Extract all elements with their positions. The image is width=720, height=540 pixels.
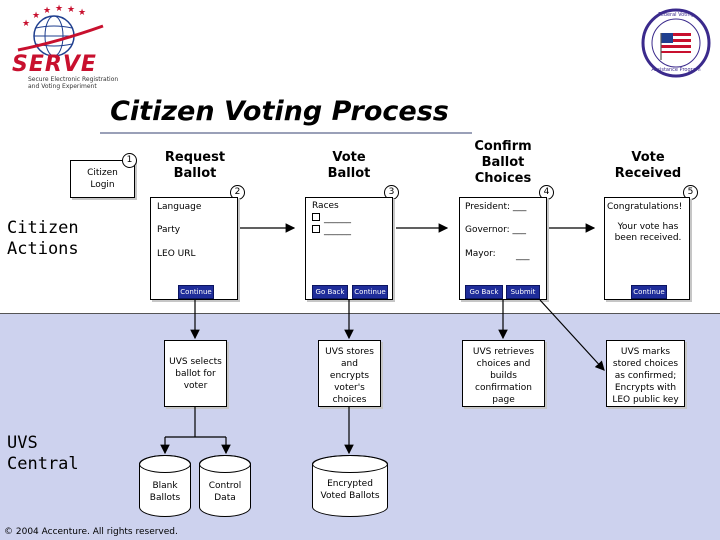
process-build-confirmation: UVS retrieves choices and builds confirm… [462,340,545,407]
leo-url-field: LEO URL [157,249,196,259]
checkbox-icon [312,225,320,233]
race-option-2[interactable]: ______ [312,225,351,237]
svg-text:★: ★ [55,4,63,14]
fvap-seal: Federal Voting Assistance Program [641,8,711,78]
confirm-ballot-screen: President: ___ Governor: ___ Mayor: ___ … [459,197,547,300]
page-title: Citizen Voting Process [110,96,449,127]
checkbox-icon [312,213,320,221]
continue-button[interactable]: Continue [352,285,388,299]
submit-button[interactable]: Submit [506,285,540,299]
president-field: President: ___ [465,202,527,212]
flag-seal-icon [641,8,711,78]
arrow-submit-to-mark [539,299,605,371]
svg-text:★: ★ [22,19,30,29]
step-title-request-ballot: Request Ballot [164,150,226,181]
race-option-1[interactable]: ______ [312,213,351,225]
continue-button[interactable]: Continue [631,285,667,299]
mayor-field: Mayor: [465,249,496,259]
seal-bottom-text: Assistance Program [651,67,701,73]
step-title-vote-received: Vote Received [614,150,682,181]
races-label: Races [312,201,339,211]
step-title-vote-ballot: Vote Ballot [327,150,371,181]
process-store-encrypt: UVS stores and encrypts voter's choices [318,340,381,407]
seal-top-text: Federal Voting [658,12,694,18]
band-top-divider [0,313,720,314]
copyright-footer: © 2004 Accenture. All rights reserved. [4,527,178,537]
governor-field: Governor: ___ [465,225,527,235]
svg-text:★: ★ [78,8,86,18]
mayor-value: ___ [516,251,530,261]
svg-text:★: ★ [32,11,40,21]
serve-tagline: Secure Electronic Registration and Votin… [28,76,119,90]
party-field: Party [157,225,181,235]
title-underline [100,132,472,134]
cylinder-rim [312,455,388,473]
continue-button[interactable]: Continue [178,285,214,299]
blank-ballots-store: Blank Ballots [139,455,191,517]
go-back-button[interactable]: Go Back [465,285,503,299]
vote-received-screen: Congratulations! Your vote has been rece… [604,197,690,300]
svg-text:★: ★ [43,6,51,16]
go-back-button[interactable]: Go Back [312,285,348,299]
serve-logo: ★ ★ ★ ★ ★ ★ SERVE Secure Electronic Regi… [8,4,128,90]
step-number-1: 1 [122,153,137,168]
language-field: Language [157,202,202,212]
vote-received-text: Your vote has been received. [614,222,682,243]
cylinder-rim [199,455,251,473]
citizen-actions-label: Citizen Actions [7,218,79,259]
process-mark-confirmed: UVS marks stored choices as confirmed; E… [606,340,685,407]
process-select-ballot: UVS selects ballot for voter [164,340,227,407]
congratulations-text: Congratulations! [607,202,683,212]
step-title-confirm-ballot: Confirm Ballot Choices [474,139,532,186]
request-ballot-screen: Language Party LEO URL Continue [150,197,238,300]
uvs-central-label: UVS Central [7,433,79,474]
control-data-store: Control Data [199,455,251,517]
serve-brand: SERVE [12,52,97,77]
svg-text:★: ★ [67,5,75,15]
vote-ballot-screen: Races ______ ______ Go Back Continue [305,197,393,300]
cylinder-rim [139,455,191,473]
encrypted-ballots-store: Encrypted Voted Ballots [312,455,388,517]
step-number-5: 5 [683,185,698,200]
serve-globe-icon: ★ ★ ★ ★ ★ ★ [17,4,104,57]
